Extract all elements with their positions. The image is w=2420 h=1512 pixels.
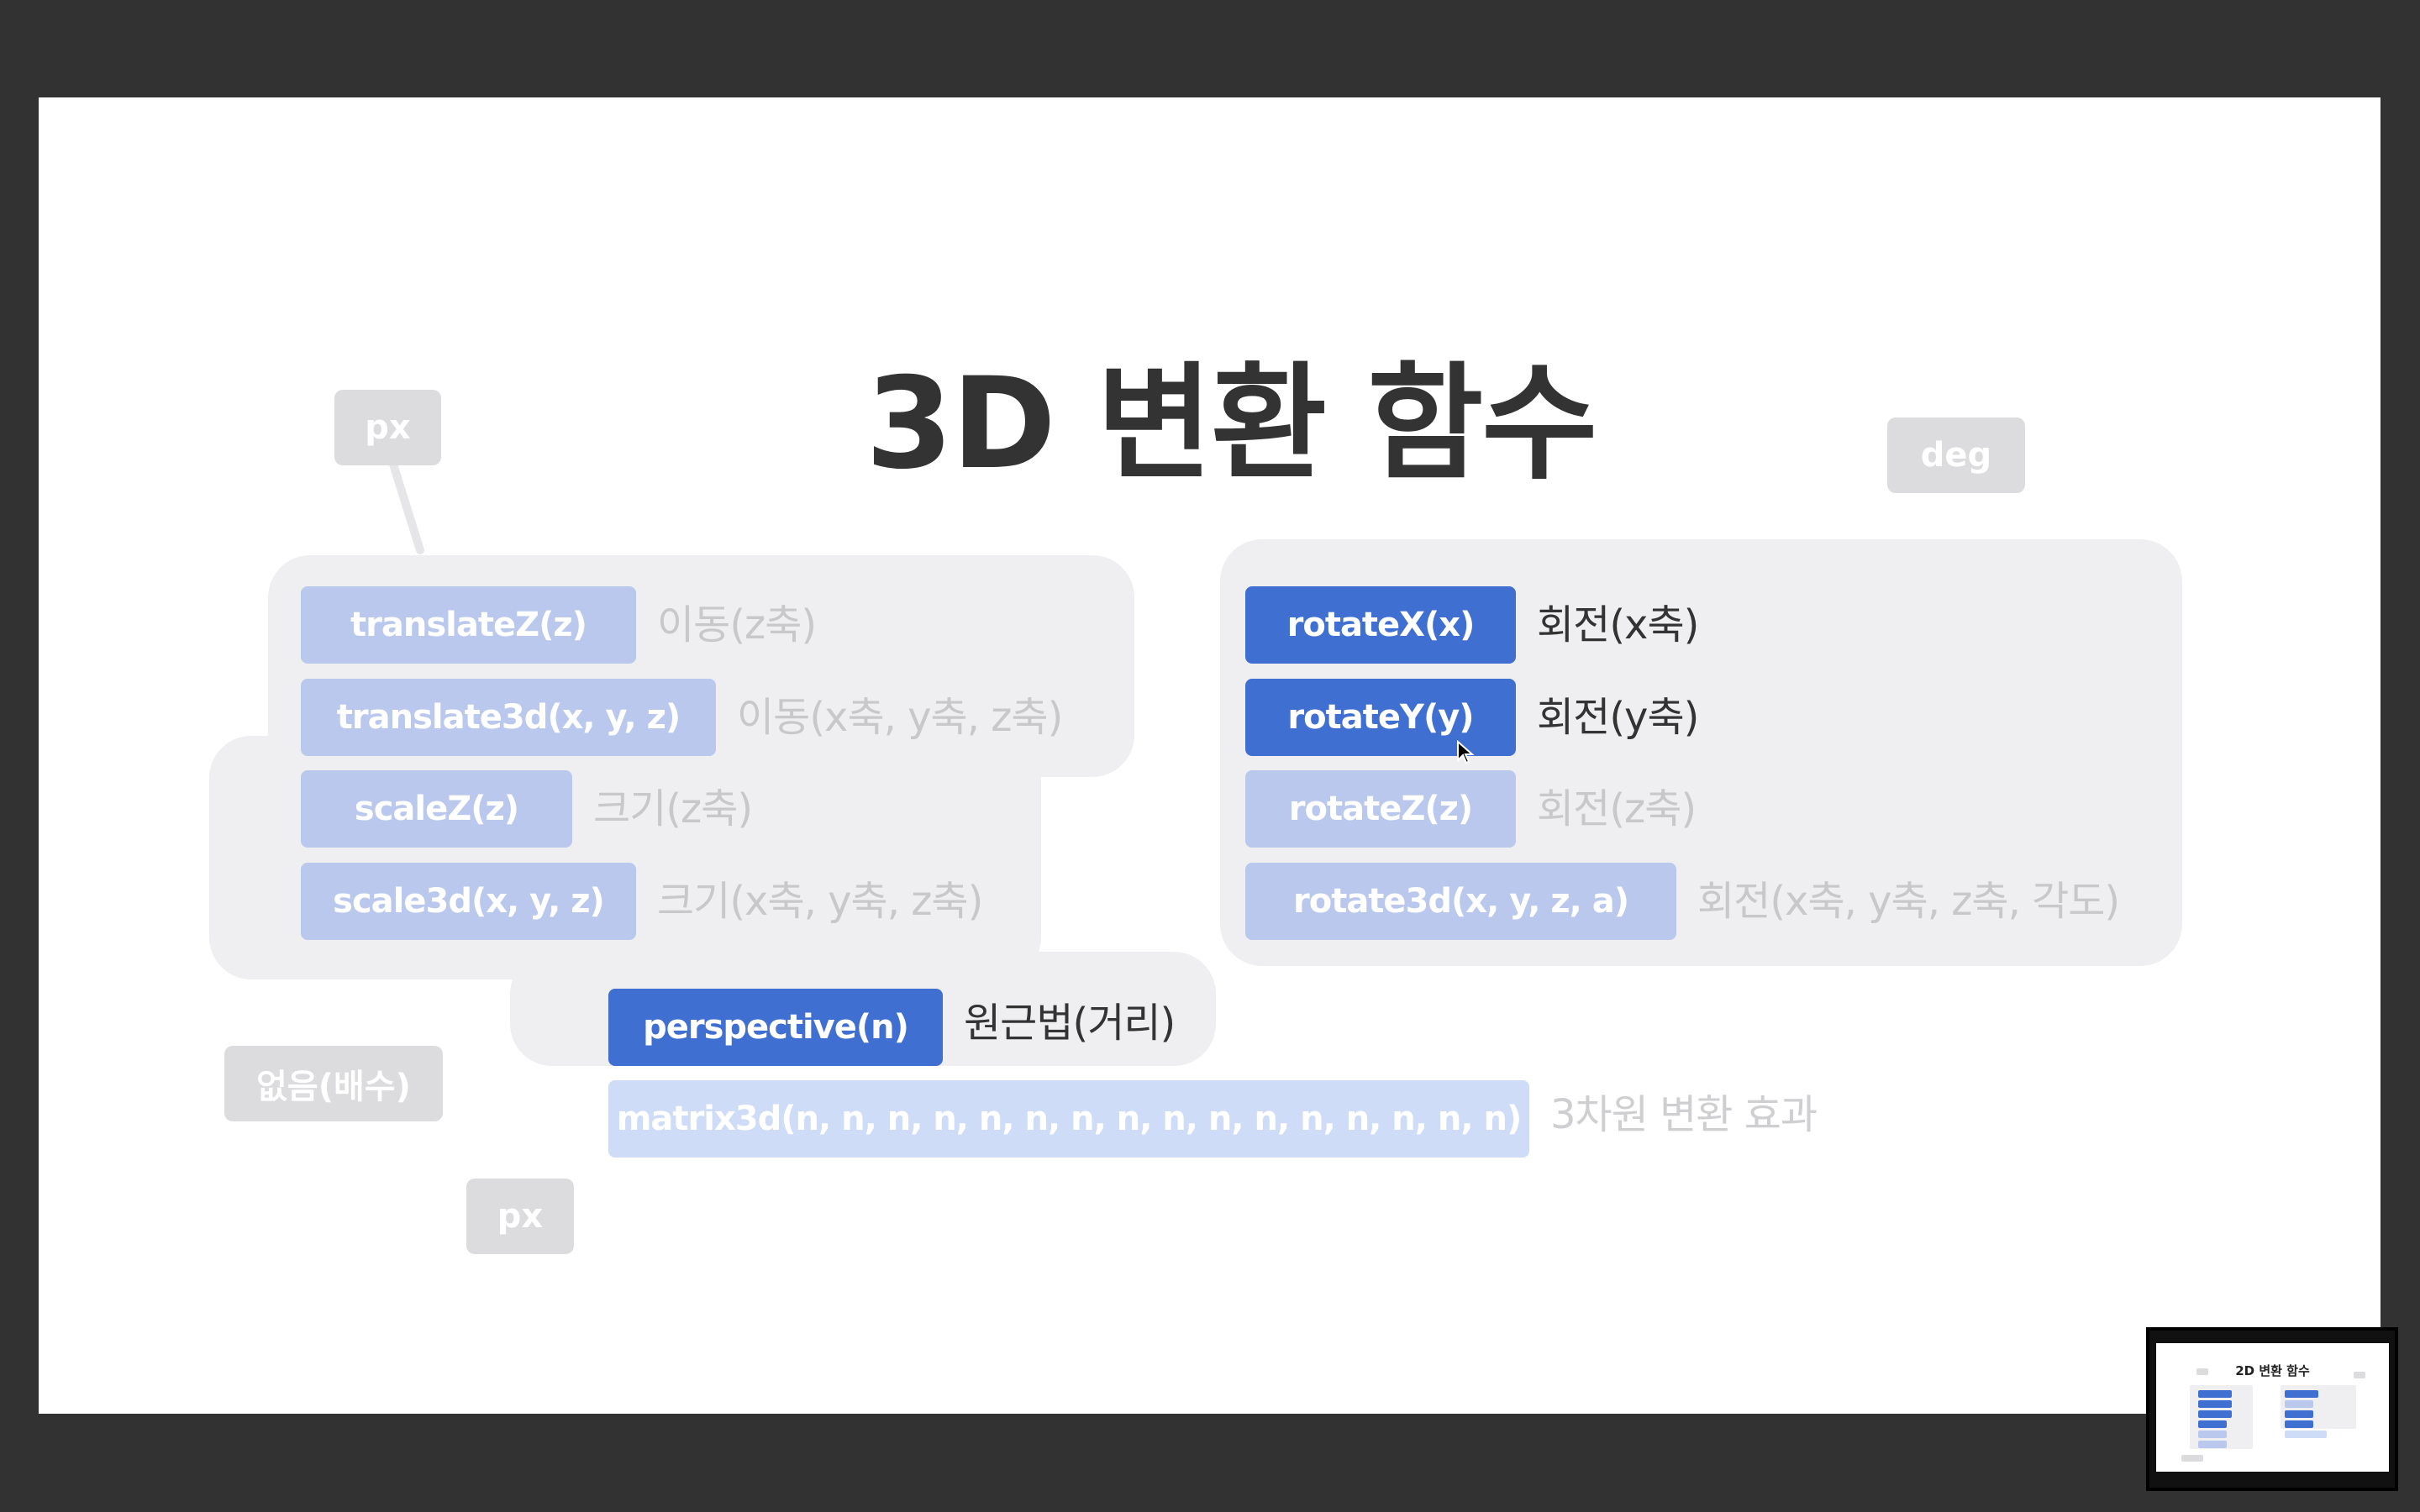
- connector-translate-unit-upper: [386, 449, 424, 554]
- desc-matrix3d: 3차원 변환 효과: [1550, 1091, 1818, 1138]
- unit-badge-perspective: px: [466, 1179, 574, 1254]
- fn-rotateY: rotateY(y): [1245, 679, 1516, 756]
- thumb-fn-1: [2198, 1390, 2232, 1398]
- thumb-fn-9: [2285, 1410, 2313, 1418]
- desc-perspective: 원근법(거리): [964, 1000, 1176, 1047]
- thumb-fn-2: [2198, 1400, 2232, 1408]
- thumb-fn-5: [2198, 1431, 2227, 1438]
- thumb-unit-right: [2354, 1372, 2365, 1378]
- thumb-fn-6: [2198, 1441, 2227, 1448]
- fn-translate3d: translate3d(x, y, z): [301, 679, 716, 756]
- fn-scale3d: scale3d(x, y, z): [301, 863, 636, 940]
- unit-badge-translate: px: [334, 390, 441, 465]
- unit-badge-scale: 없음(배수): [224, 1046, 443, 1121]
- thumbnail-title: 2D 변환 함수: [2235, 1363, 2310, 1378]
- desc-rotateY: 회전(y축): [1537, 694, 1699, 741]
- fn-scaleZ: scaleZ(z): [301, 770, 572, 848]
- thumb-fn-10: [2285, 1420, 2313, 1428]
- desc-rotateX: 회전(x축): [1537, 601, 1699, 648]
- desc-scale3d: 크기(x축, y축, z축): [657, 878, 983, 925]
- thumbnail-slide: 2D 변환 함수: [2156, 1343, 2389, 1472]
- thumb-fn-8: [2285, 1400, 2313, 1408]
- fn-rotateZ: rotateZ(z): [1245, 770, 1516, 848]
- desc-scaleZ: 크기(z축): [593, 785, 753, 832]
- mouse-cursor-icon: [1457, 740, 1475, 764]
- desc-rotate3d: 회전(x축, y축, z축, 각도): [1697, 878, 2120, 925]
- slide-thumbnail[interactable]: 2D 변환 함수: [2146, 1327, 2398, 1491]
- fn-rotateX: rotateX(x): [1245, 586, 1516, 664]
- desc-translateZ: 이동(z축): [657, 601, 817, 648]
- fn-translateZ: translateZ(z): [301, 586, 636, 664]
- thumb-unit-left: [2196, 1368, 2208, 1375]
- thumb-fn-11: [2285, 1431, 2327, 1438]
- fn-rotate3d: rotate3d(x, y, z, a): [1245, 863, 1676, 940]
- desc-translate3d: 이동(x축, y축, z축): [737, 694, 1063, 741]
- unit-badge-rotate: deg: [1887, 417, 2025, 493]
- thumb-unit-bottom: [2181, 1455, 2203, 1462]
- thumb-fn-4: [2198, 1420, 2227, 1428]
- thumb-fn-7: [2285, 1390, 2318, 1398]
- fn-perspective: perspective(n): [608, 989, 943, 1066]
- slide-title: 3D 변환 함수: [865, 351, 1597, 497]
- fn-matrix3d: matrix3d(n, n, n, n, n, n, n, n, n, n, n…: [608, 1080, 1529, 1158]
- desc-rotateZ: 회전(z축): [1537, 785, 1697, 832]
- thumb-fn-3: [2198, 1410, 2232, 1418]
